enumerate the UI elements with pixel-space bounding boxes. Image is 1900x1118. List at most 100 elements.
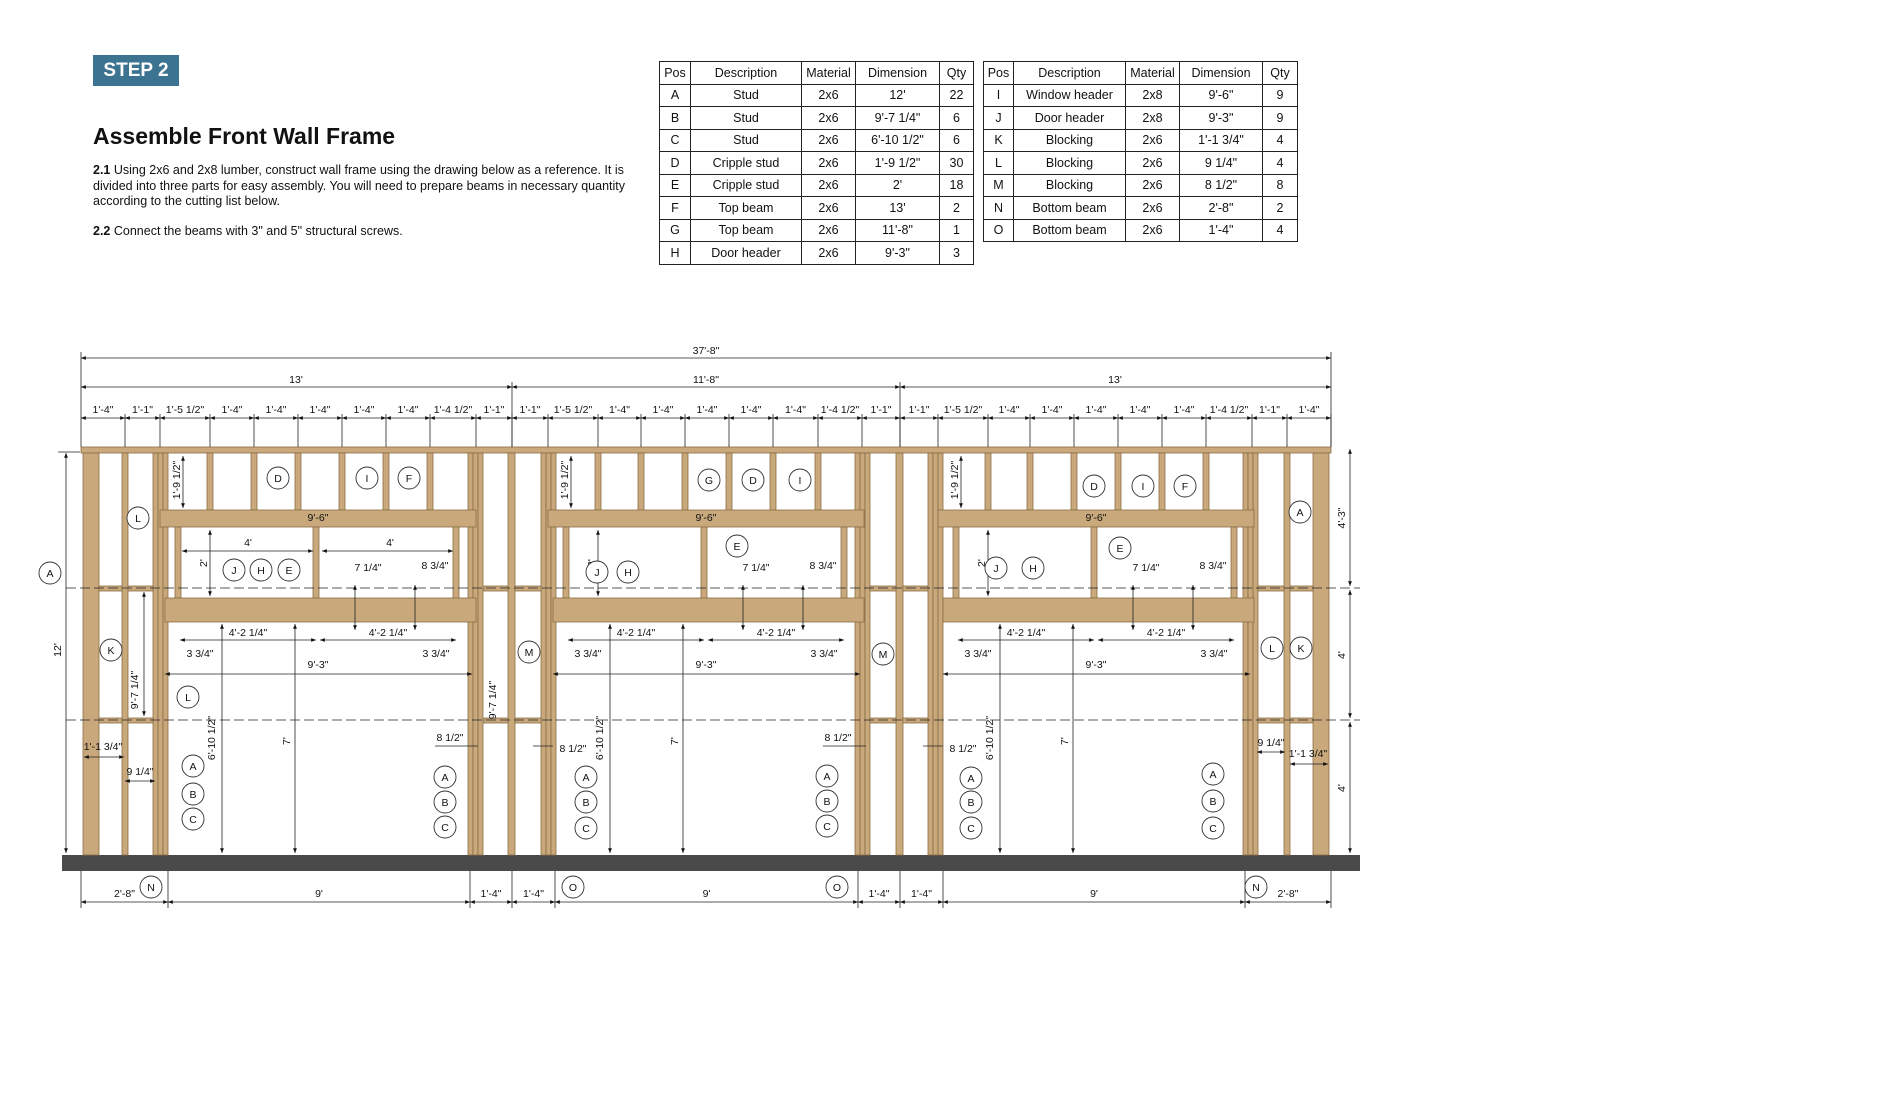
dimension-label: 9 1/4" bbox=[1257, 737, 1284, 749]
dimension-label: 1'-4 1/2" bbox=[434, 404, 473, 416]
dimension-label: 1'-1 3/4" bbox=[1289, 748, 1328, 760]
callout-letter: C bbox=[823, 821, 831, 833]
callout-letter: B bbox=[441, 797, 448, 809]
callout-circle bbox=[1082, 474, 1106, 498]
table-cell: 11'-8" bbox=[855, 218, 940, 242]
top-plate bbox=[80, 446, 1332, 454]
dimension-label: 1'-4" bbox=[354, 404, 375, 416]
callout-circle bbox=[397, 466, 421, 490]
dimension-label: 9' bbox=[1090, 888, 1098, 900]
callout-circle bbox=[38, 561, 62, 585]
dimension-label: 1'-4" bbox=[93, 404, 114, 416]
stud bbox=[864, 452, 871, 856]
callout-letter: M bbox=[525, 647, 534, 659]
cripple-stud bbox=[312, 526, 320, 599]
cripple-stud bbox=[1090, 526, 1098, 599]
blocking bbox=[1289, 585, 1314, 592]
dimension-label: 1'-1" bbox=[1259, 404, 1280, 416]
table-cell: 2x6 bbox=[801, 128, 856, 152]
dimension-label: 4' bbox=[244, 537, 252, 549]
dimension-label: 9'-3" bbox=[696, 659, 717, 671]
dimension-label: 7 1/4" bbox=[354, 562, 381, 574]
callout-circle bbox=[574, 765, 598, 789]
callout-letter: L bbox=[1269, 643, 1275, 655]
table-cell: 2x6 bbox=[1125, 196, 1180, 220]
table-cell: 2x8 bbox=[1125, 106, 1180, 130]
dimension-label: 7' bbox=[281, 737, 293, 745]
blocking bbox=[483, 585, 509, 592]
dimension-label: 9 1/4" bbox=[126, 766, 153, 778]
step-badge: STEP 2 bbox=[93, 55, 179, 86]
stud bbox=[550, 452, 557, 856]
dimension-label: 6'-10 1/2" bbox=[206, 716, 218, 761]
callout-circle bbox=[788, 468, 812, 492]
table-cell: 9 bbox=[1262, 106, 1298, 130]
cripple-stud bbox=[1230, 526, 1238, 599]
dimension-label: 3 3/4" bbox=[964, 648, 991, 660]
table-cell: 2x6 bbox=[801, 106, 856, 130]
blocking bbox=[869, 585, 897, 592]
blocking bbox=[902, 717, 929, 724]
dimension-label: 1'-1" bbox=[871, 404, 892, 416]
cripple-stud bbox=[1158, 452, 1166, 511]
cripple-stud bbox=[725, 452, 733, 511]
dimension-label: 3 3/4" bbox=[810, 648, 837, 660]
dimension-label: 4'-2 1/4" bbox=[1147, 627, 1186, 639]
table-cell: Window header bbox=[1013, 83, 1126, 107]
callout-letter: A bbox=[189, 761, 196, 773]
dimension-label: 1'-4" bbox=[481, 888, 502, 900]
cripple-stud bbox=[984, 452, 992, 511]
stud bbox=[152, 452, 159, 856]
stud bbox=[82, 452, 100, 856]
callout-letter: B bbox=[582, 797, 589, 809]
callout-letter: N bbox=[147, 882, 155, 894]
table-cell: 2' bbox=[855, 173, 940, 197]
callout-letter: M bbox=[879, 649, 888, 661]
callout-circle bbox=[433, 765, 457, 789]
table-cell: Bottom beam bbox=[1013, 218, 1126, 242]
table-cell: 6'-10 1/2" bbox=[855, 128, 940, 152]
callout-letter: O bbox=[569, 882, 577, 894]
cripple-stud bbox=[952, 526, 960, 599]
stud bbox=[1312, 452, 1330, 856]
blocking bbox=[1257, 717, 1285, 724]
callout-letter: C bbox=[582, 823, 590, 835]
dimension-label: 4' bbox=[386, 537, 394, 549]
dimension-label: 9'-6" bbox=[308, 512, 329, 524]
callout-circle bbox=[815, 764, 839, 788]
table-cell: 9'-7 1/4" bbox=[855, 106, 940, 130]
cripple-stud bbox=[426, 452, 434, 511]
stud bbox=[895, 452, 904, 856]
dimension-label: 7' bbox=[1059, 737, 1071, 745]
callout-circle bbox=[1244, 875, 1268, 899]
stud bbox=[477, 452, 484, 856]
dimension-label: 1'-1" bbox=[909, 404, 930, 416]
dimension-label: 8 1/2" bbox=[949, 743, 976, 755]
callout-letter: K bbox=[107, 645, 114, 657]
dimension-label: 1'-5 1/2" bbox=[944, 404, 983, 416]
stud bbox=[121, 452, 129, 856]
callout-circle bbox=[1201, 816, 1225, 840]
blocking bbox=[127, 585, 154, 592]
cripple-stud bbox=[594, 452, 602, 511]
dimension-label: 1'-4" bbox=[609, 404, 630, 416]
callout-letter: A bbox=[582, 772, 589, 784]
table-cell: 4 bbox=[1262, 151, 1298, 175]
dimension-label: 1'-1" bbox=[520, 404, 541, 416]
callout-circle bbox=[139, 875, 163, 899]
callout-letter: D bbox=[274, 473, 282, 485]
dimension-label: 1'-4" bbox=[697, 404, 718, 416]
column-header: Material bbox=[801, 61, 856, 85]
table-cell: 3 bbox=[939, 241, 974, 265]
callout-circle bbox=[181, 754, 205, 778]
callout-letter: H bbox=[1029, 563, 1037, 575]
table-cell: 2x6 bbox=[1125, 128, 1180, 152]
dimension-label: 1'-4" bbox=[398, 404, 419, 416]
